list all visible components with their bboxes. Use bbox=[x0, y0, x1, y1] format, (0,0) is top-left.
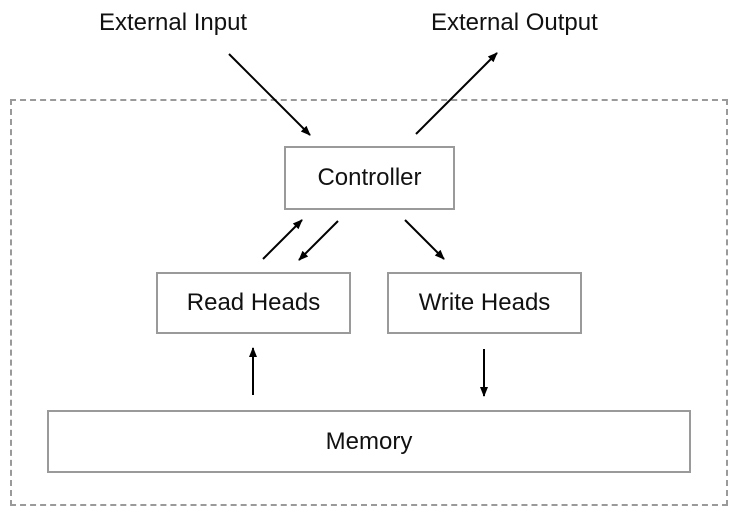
memory-label: Memory bbox=[325, 427, 413, 455]
system-boundary bbox=[10, 99, 728, 506]
read-heads-label: Read Heads bbox=[186, 289, 321, 316]
write-heads-label: Write Heads bbox=[418, 289, 551, 316]
external-output-label: External Output bbox=[431, 9, 598, 36]
read-heads-to-controller-arrow bbox=[262, 219, 303, 260]
external-input-label: External Input bbox=[99, 9, 248, 36]
controller-to-write-heads-arrow bbox=[404, 219, 445, 260]
controller-to-read-heads-arrow bbox=[298, 220, 339, 261]
controller-label: Controller bbox=[317, 164, 422, 191]
write-heads-box: Write Heads bbox=[387, 272, 582, 334]
controller-box: Controller bbox=[284, 146, 455, 210]
memory-box: Memory bbox=[47, 410, 691, 473]
read-heads-box: Read Heads bbox=[156, 272, 351, 334]
controller-to-output-arrow bbox=[415, 52, 498, 135]
input-to-controller-arrow bbox=[228, 53, 311, 136]
